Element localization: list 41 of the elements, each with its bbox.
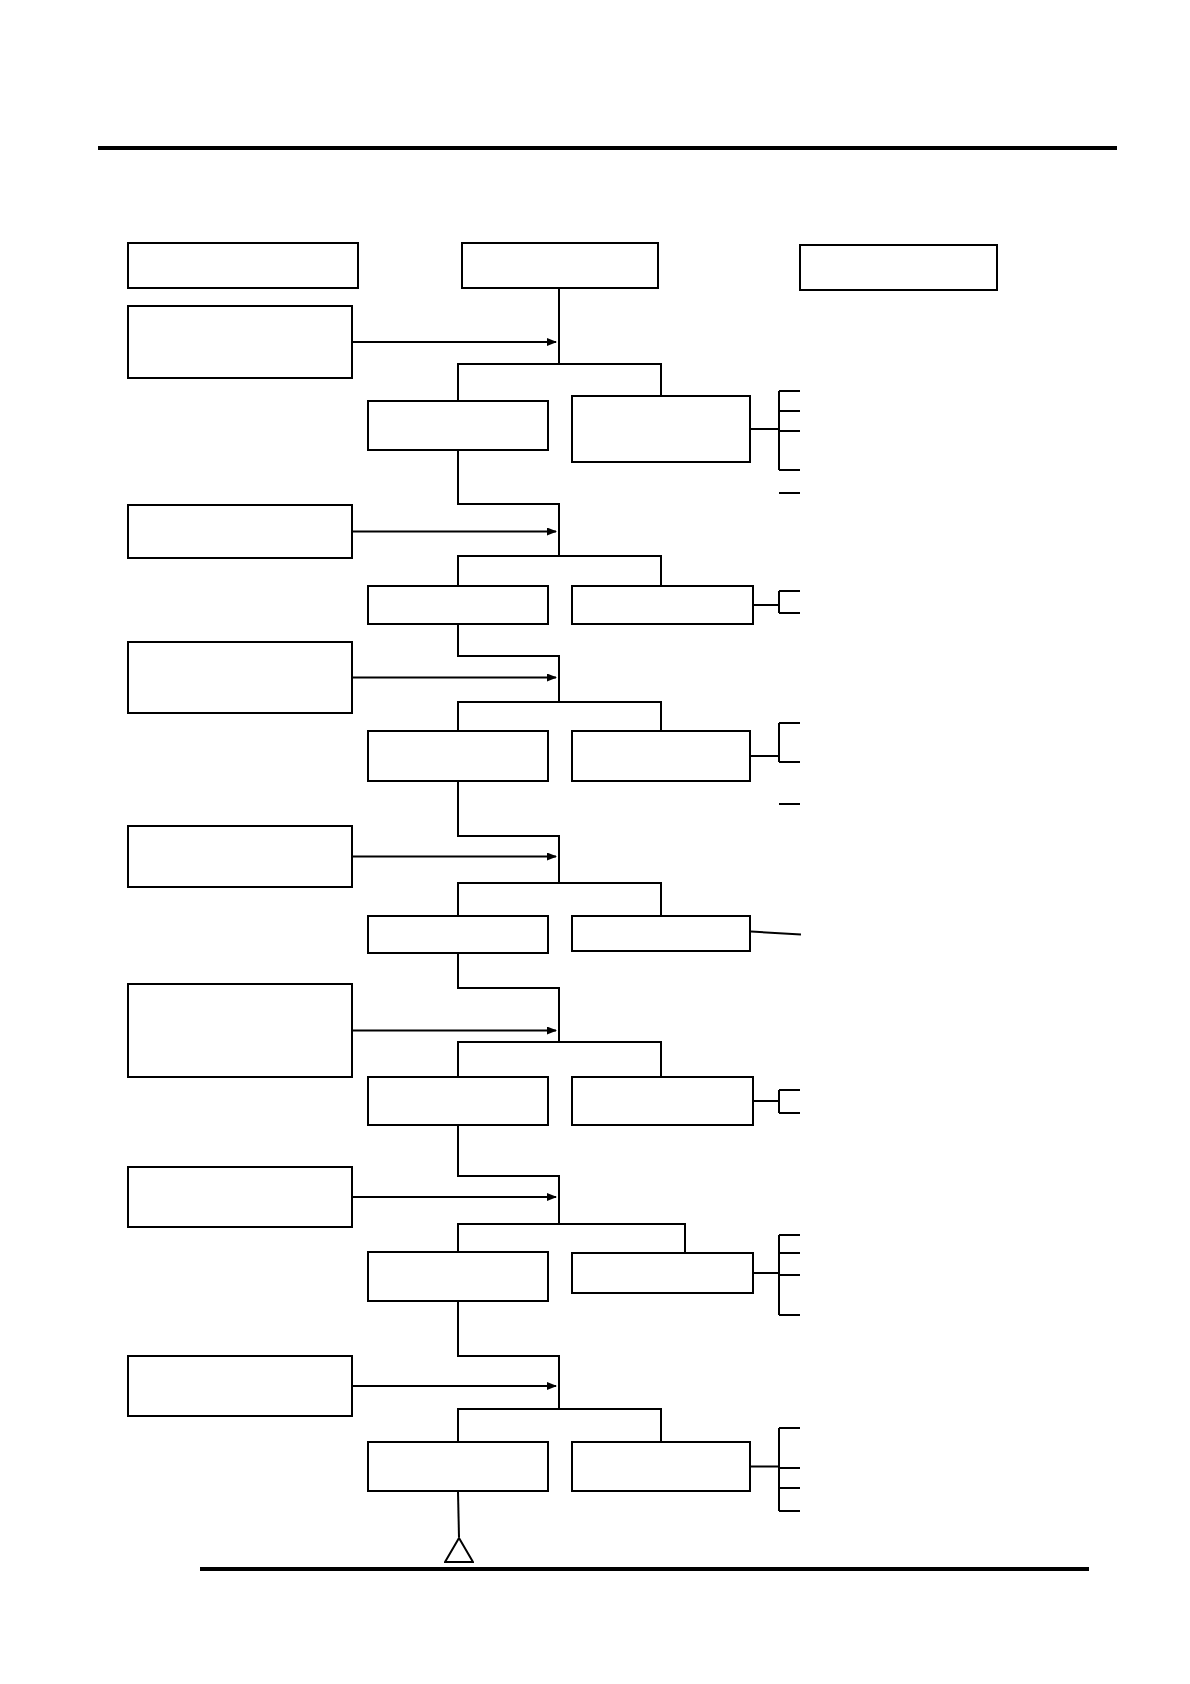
process-box xyxy=(367,915,549,954)
arrow xyxy=(352,1382,557,1390)
leader-line xyxy=(750,930,802,936)
process-box xyxy=(127,983,353,1078)
arrow xyxy=(352,852,557,861)
connector-line xyxy=(457,450,662,586)
process-box xyxy=(127,305,353,379)
process-box xyxy=(799,244,998,291)
connector-line xyxy=(457,781,662,916)
arrow xyxy=(352,673,557,682)
process-box xyxy=(367,1251,549,1302)
process-box xyxy=(127,1166,353,1228)
arrow xyxy=(352,1026,557,1035)
connector-line xyxy=(457,1125,686,1253)
arrow xyxy=(352,527,557,536)
connector-line xyxy=(457,1491,460,1538)
process-box xyxy=(127,504,353,559)
process-box xyxy=(571,730,751,782)
process-box xyxy=(127,1355,353,1417)
process-box xyxy=(127,242,359,289)
process-box xyxy=(571,585,754,625)
process-box xyxy=(367,400,549,451)
process-box xyxy=(367,730,549,782)
process-box xyxy=(571,915,751,952)
triangle-symbol xyxy=(444,1537,474,1563)
process-box xyxy=(571,1252,754,1294)
connector-line xyxy=(457,624,662,731)
process-box xyxy=(571,1441,751,1492)
arrow xyxy=(352,338,557,346)
process-box xyxy=(367,585,549,625)
process-box xyxy=(367,1441,549,1492)
connector-line xyxy=(457,1301,662,1442)
process-box xyxy=(127,825,353,888)
connector-line xyxy=(457,953,662,1077)
process-box xyxy=(127,641,353,714)
arrow xyxy=(352,1193,557,1201)
process-box xyxy=(367,1076,549,1126)
process-box xyxy=(461,242,659,289)
process-box xyxy=(571,1076,754,1126)
process-box xyxy=(571,395,751,463)
connector-line xyxy=(558,288,662,396)
